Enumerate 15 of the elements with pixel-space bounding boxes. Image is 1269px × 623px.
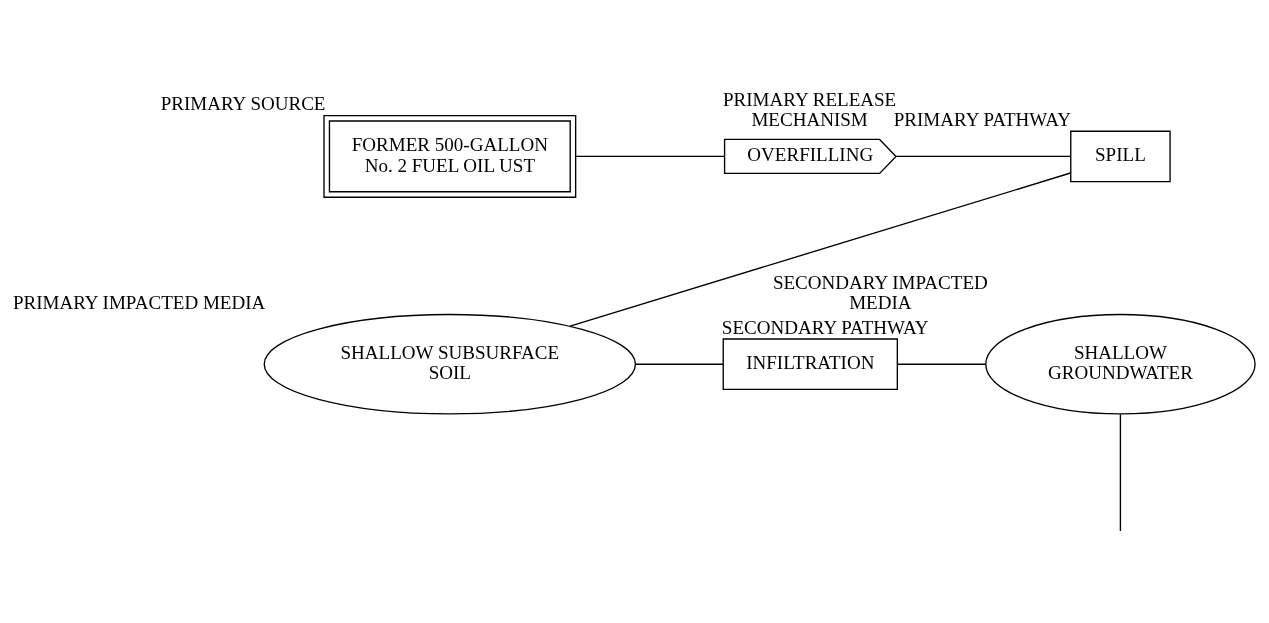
node-label: SECONDARY PATHWAY bbox=[721, 316, 929, 338]
node-label: PRIMARY IMPACTED MEDIA bbox=[12, 292, 266, 314]
connector bbox=[569, 172, 1072, 327]
node-box: FORMER 500-GALLON No. 2 FUEL OIL UST bbox=[323, 114, 577, 198]
connector bbox=[635, 363, 724, 365]
connector bbox=[1119, 413, 1122, 532]
node-label: SECONDARY IMPACTED MEDIA bbox=[772, 271, 988, 314]
node-label: PRIMARY SOURCE bbox=[160, 93, 326, 115]
connector bbox=[575, 155, 725, 158]
node-box: SPILL bbox=[1070, 130, 1171, 183]
node-box: INFILTRATION bbox=[722, 338, 898, 391]
node-ellipse: SHALLOW SUBSURFACE SOIL bbox=[263, 313, 637, 415]
node-ellipse: SHALLOW GROUNDWATER bbox=[985, 313, 1256, 415]
connector bbox=[896, 363, 987, 365]
connector bbox=[895, 155, 1072, 158]
